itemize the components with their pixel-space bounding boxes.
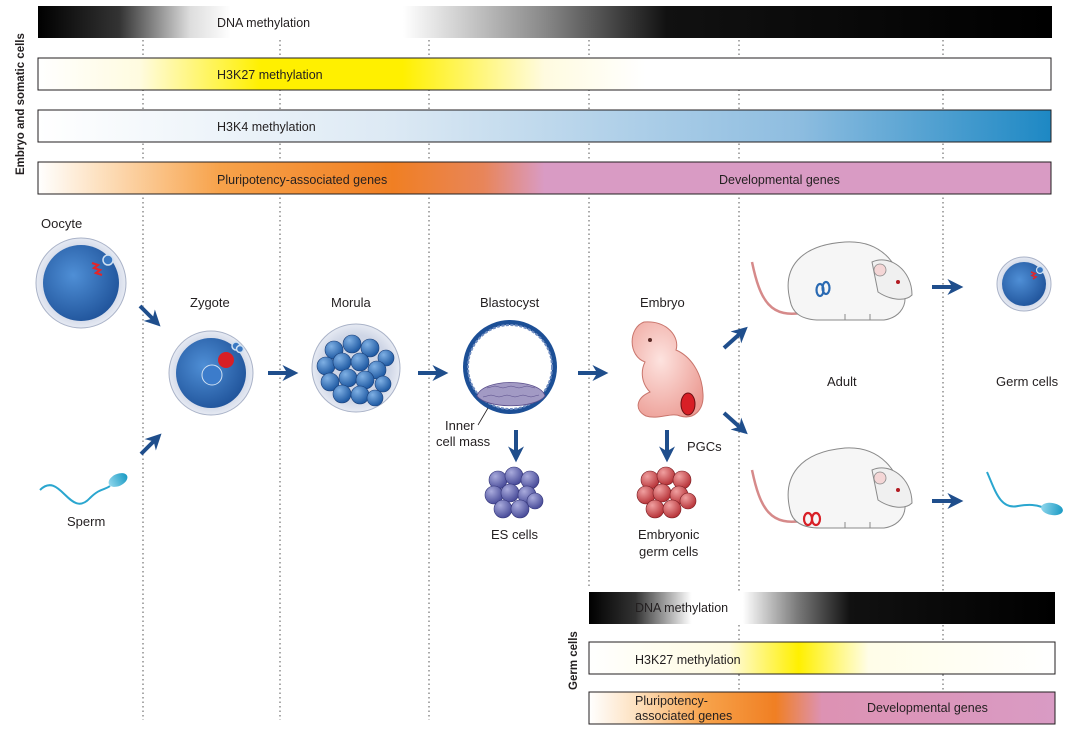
embryonic-germ-cells-label-2: germ cells — [639, 544, 699, 559]
sperm-label: Sperm — [67, 514, 105, 529]
gene-expression-bar — [37, 161, 1052, 195]
embryonic-germ-cells: Embryonic germ cells — [636, 466, 700, 559]
h3k4-methylation-bar — [37, 109, 1052, 143]
sperm: Sperm — [39, 473, 128, 529]
chromosome-icon — [91, 261, 103, 277]
oocyte-label: Oocyte — [41, 216, 82, 231]
germ-developmental-label: Developmental genes — [867, 701, 988, 715]
sperm-head — [108, 473, 128, 487]
dna-methylation-bar — [38, 6, 1052, 38]
zygote: Zygote — [168, 295, 254, 416]
zygote-label: Zygote — [190, 295, 230, 310]
h3k4-methylation-label: H3K4 methylation — [217, 120, 316, 134]
germ-h3k27-bar — [588, 641, 1056, 675]
top-bars: DNA methylation H3K27 methylation H3K4 m… — [37, 6, 1052, 195]
germ-pluripotency-label-2: associated genes — [635, 709, 732, 723]
germ-oocyte — [996, 256, 1052, 312]
germ-bars: DNA methylation H3K27 methylation Plurip… — [588, 592, 1056, 725]
pgcs-label: PGCs — [687, 439, 722, 454]
inner-cell-mass-label-2: cell mass — [436, 434, 491, 449]
developmental-genes-label: Developmental genes — [719, 173, 840, 187]
sperm-tail — [39, 484, 111, 505]
embryonic-germ-cells-label-1: Embryonic — [638, 527, 700, 542]
adult-mouse-top — [750, 241, 913, 321]
germ-cells-label: Germ cells — [996, 374, 1059, 389]
blastocyst-label: Blastocyst — [480, 295, 540, 310]
arrow-embryo-adult-bottom — [722, 411, 748, 435]
morula-label: Morula — [331, 295, 372, 310]
arrow-sperm-zygote — [139, 433, 162, 456]
arrows — [138, 279, 964, 509]
germ-gene-expression-bar — [588, 691, 1056, 725]
dna-methylation-label: DNA methylation — [217, 16, 310, 30]
inner-cell-mass — [476, 382, 546, 407]
arrow-oocyte-zygote — [138, 304, 161, 327]
morula: Morula — [311, 295, 401, 413]
embryo-label: Embryo — [640, 295, 685, 310]
oocyte: Oocyte — [35, 216, 127, 329]
germ-h3k27-label: H3K27 methylation — [635, 653, 741, 667]
embryo-somatic-side-label: Embryo and somatic cells — [15, 33, 27, 175]
es-cells-label: ES cells — [491, 527, 538, 542]
adult-label: Adult — [827, 374, 857, 389]
pgc-region — [680, 392, 696, 416]
mouse-tail — [750, 261, 807, 315]
pluripotency-genes-label: Pluripotency-associated genes — [217, 173, 387, 187]
es-cells: ES cells — [484, 466, 544, 542]
h3k27-methylation-bar — [37, 57, 1052, 91]
germ-pluripotency-label-1: Pluripotency- — [635, 694, 708, 708]
germ-sperm — [986, 471, 1063, 516]
germ-cells-side-label: Germ cells — [568, 631, 580, 690]
inner-cell-mass-pointer — [477, 407, 489, 426]
inner-cell-mass-label-1: Inner — [445, 418, 475, 433]
arrow-embryo-adult-top — [722, 326, 748, 350]
germ-dna-methylation-label: DNA methylation — [635, 601, 728, 615]
blastocyst: Blastocyst Inner cell mass — [436, 295, 557, 449]
germ-dna-methylation-bar — [589, 592, 1055, 624]
h3k27-methylation-label: H3K27 methylation — [217, 68, 323, 82]
embryo: Embryo — [631, 295, 704, 418]
adult-mouse-bottom — [750, 447, 913, 529]
